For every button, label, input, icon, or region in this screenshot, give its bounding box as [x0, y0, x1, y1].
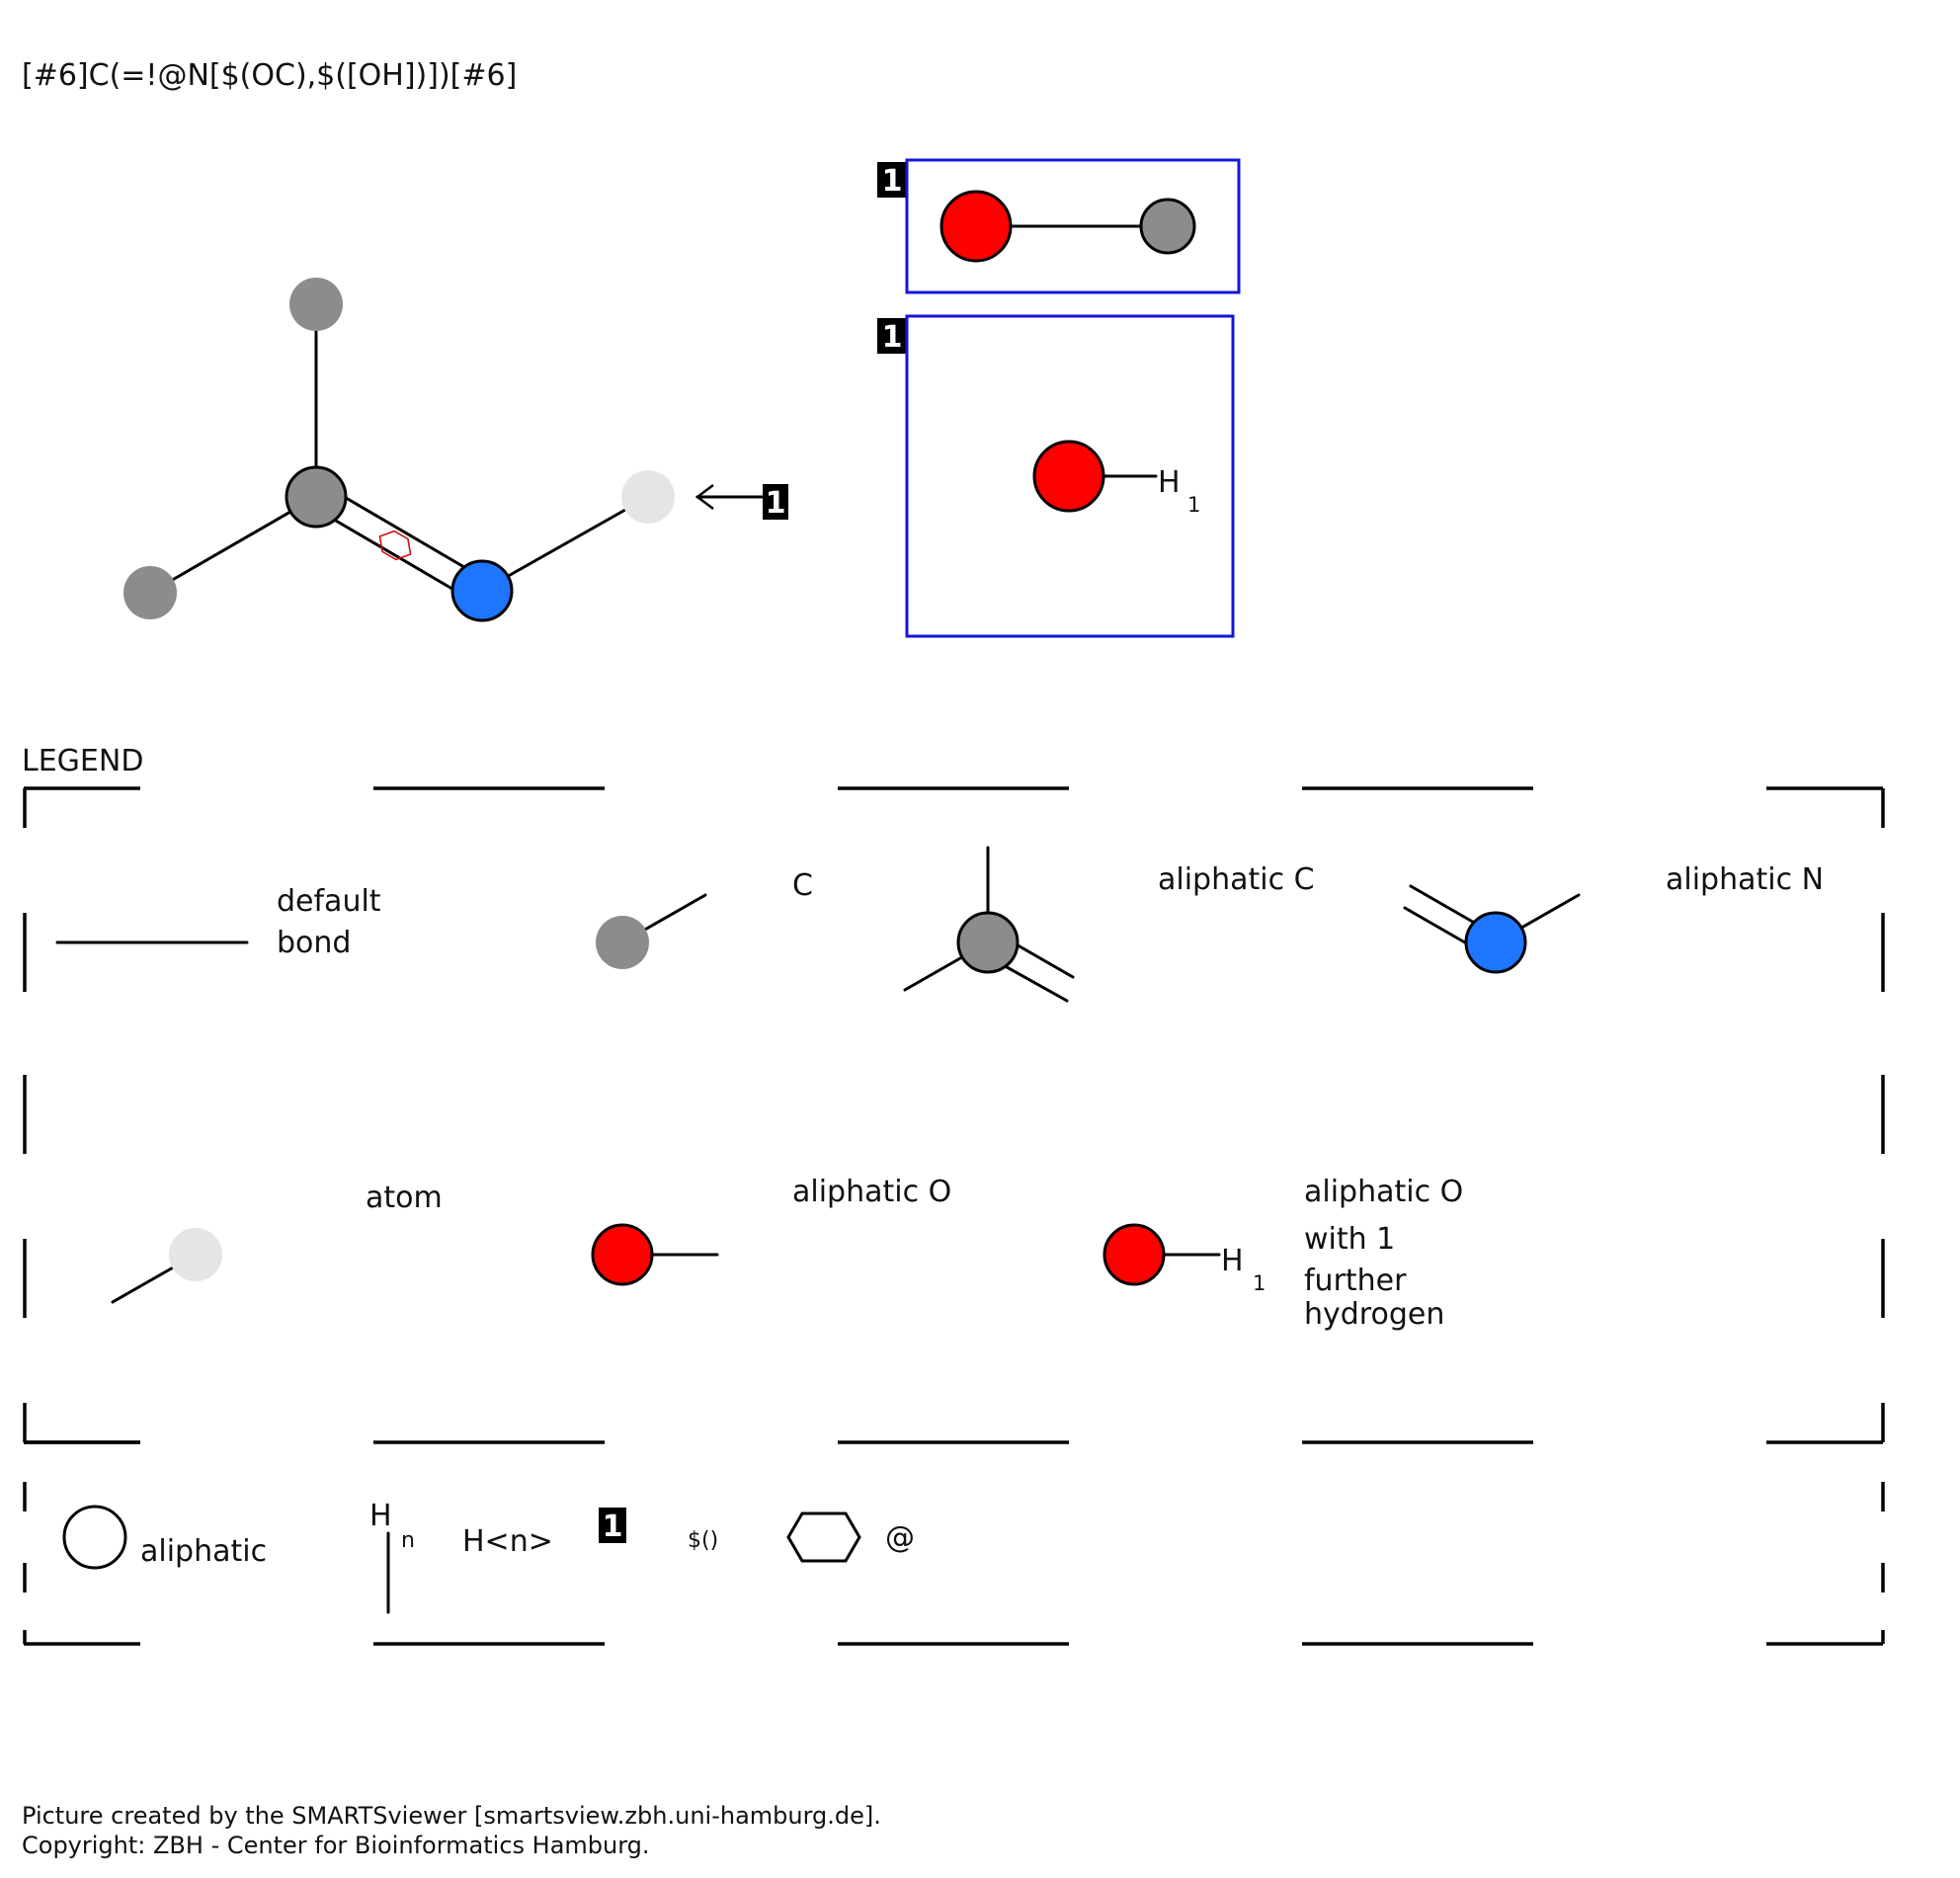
aliphatic-carbon-atom [956, 911, 1020, 974]
legend-any-atom: atom [111, 1181, 443, 1304]
aliphatic-symbol-label: aliphatic [140, 1534, 267, 1569]
recursive-group-oc: 1 [877, 158, 1241, 294]
atom-carbon-left [123, 566, 177, 619]
legend-symbol-aliphatic: aliphatic [62, 1505, 267, 1570]
recursive-group-oh: 1 H 1 [877, 314, 1235, 638]
double-bond-line-1 [322, 483, 488, 582]
default-bond-label-line2: bond [277, 926, 351, 960]
footer-copyright: Copyright: ZBH - Center for Bioinformati… [22, 1832, 650, 1859]
arrow-head [694, 484, 714, 510]
hydrogen-symbol: H [1221, 1244, 1244, 1278]
group-box [905, 314, 1235, 638]
oh-label-line4: hydrogen [1304, 1297, 1444, 1332]
hn-subscript: n [401, 1528, 415, 1553]
default-bond-label-line1: default [277, 884, 381, 919]
aliphatic-nitrogen-label: aliphatic N [1666, 862, 1824, 897]
atom-aliphatic-nitrogen [450, 559, 514, 622]
hydrogen-symbol: H [1158, 465, 1181, 500]
any-atom [169, 1228, 222, 1281]
legend-symbol-recursive: 1 $() [599, 1508, 718, 1553]
ring-symbol-label: @ [885, 1520, 915, 1555]
aliphatic-circle [62, 1505, 127, 1570]
oh-label-line3: further [1304, 1264, 1407, 1298]
aliphatic-nitrogen-atom [1464, 911, 1527, 974]
legend-frame-symbols [23, 1440, 1885, 1646]
recursive-label-box [763, 484, 788, 520]
bond-n-any [480, 495, 650, 593]
main-molecule: 1 [123, 278, 788, 622]
recursive-symbol-box [599, 1508, 626, 1543]
hydrogen-count: 1 [1253, 1271, 1266, 1295]
smarts-string: [#6]C(=!@N[$(OC),$([OH])])[#6] [22, 58, 517, 93]
legend-symbol-hydrogen-count: H n H<n> [369, 1499, 553, 1614]
atom-recursive [621, 470, 675, 524]
recursive-symbol-number: 1 [603, 1510, 623, 1544]
double-bond-line-2 [310, 505, 476, 604]
legend-aliphatic-nitrogen: aliphatic N [1403, 862, 1824, 974]
group-label-box [877, 162, 907, 198]
hn-label: H<n> [462, 1524, 553, 1559]
legend-aliphatic-oxygen-hydrogen: H 1 aliphatic O with 1 further hydrogen [1102, 1175, 1463, 1332]
oh-label-line1: aliphatic O [1304, 1175, 1463, 1209]
atom-oxygen [939, 190, 1013, 263]
oh-label-line2: with 1 [1304, 1222, 1395, 1257]
atom-carbon-top [289, 278, 343, 331]
bond-c-left [148, 495, 318, 595]
atom-aliphatic-carbon [285, 465, 348, 529]
carbon-atom [596, 916, 649, 969]
legend-carbon: C [596, 868, 813, 969]
aliphatic-oxygen-label: aliphatic O [792, 1175, 951, 1209]
group-box [905, 158, 1241, 294]
group-label-box [877, 318, 907, 354]
carbon-label: C [792, 868, 813, 903]
recursive-label: 1 [766, 486, 786, 521]
ring-hexagon-icon [786, 1511, 861, 1563]
atom-carbon [1139, 198, 1196, 255]
legend-frame-main [23, 786, 1885, 1444]
non-ring-bond-marker [378, 530, 412, 561]
aliphatic-oxygen-atom [1102, 1223, 1166, 1286]
hn-symbol: H [369, 1499, 392, 1533]
legend-symbol-ring: @ [786, 1511, 915, 1563]
aliphatic-oxygen-atom [591, 1223, 654, 1286]
legend-default-bond: default bond [55, 884, 381, 960]
atom-label: atom [366, 1181, 443, 1215]
legend-aliphatic-oxygen: aliphatic O [591, 1175, 951, 1286]
aliphatic-carbon-label: aliphatic C [1158, 862, 1315, 897]
atom-oxygen [1032, 440, 1105, 513]
legend-aliphatic-carbon: aliphatic C [903, 846, 1315, 1003]
legend-title: LEGEND [22, 744, 143, 778]
group-label: 1 [882, 164, 903, 199]
recursive-symbol-label: $() [688, 1528, 718, 1553]
group-label: 1 [882, 320, 903, 355]
hydrogen-count: 1 [1187, 493, 1200, 517]
footer-credit: Picture created by the SMARTSviewer [sma… [22, 1802, 881, 1830]
